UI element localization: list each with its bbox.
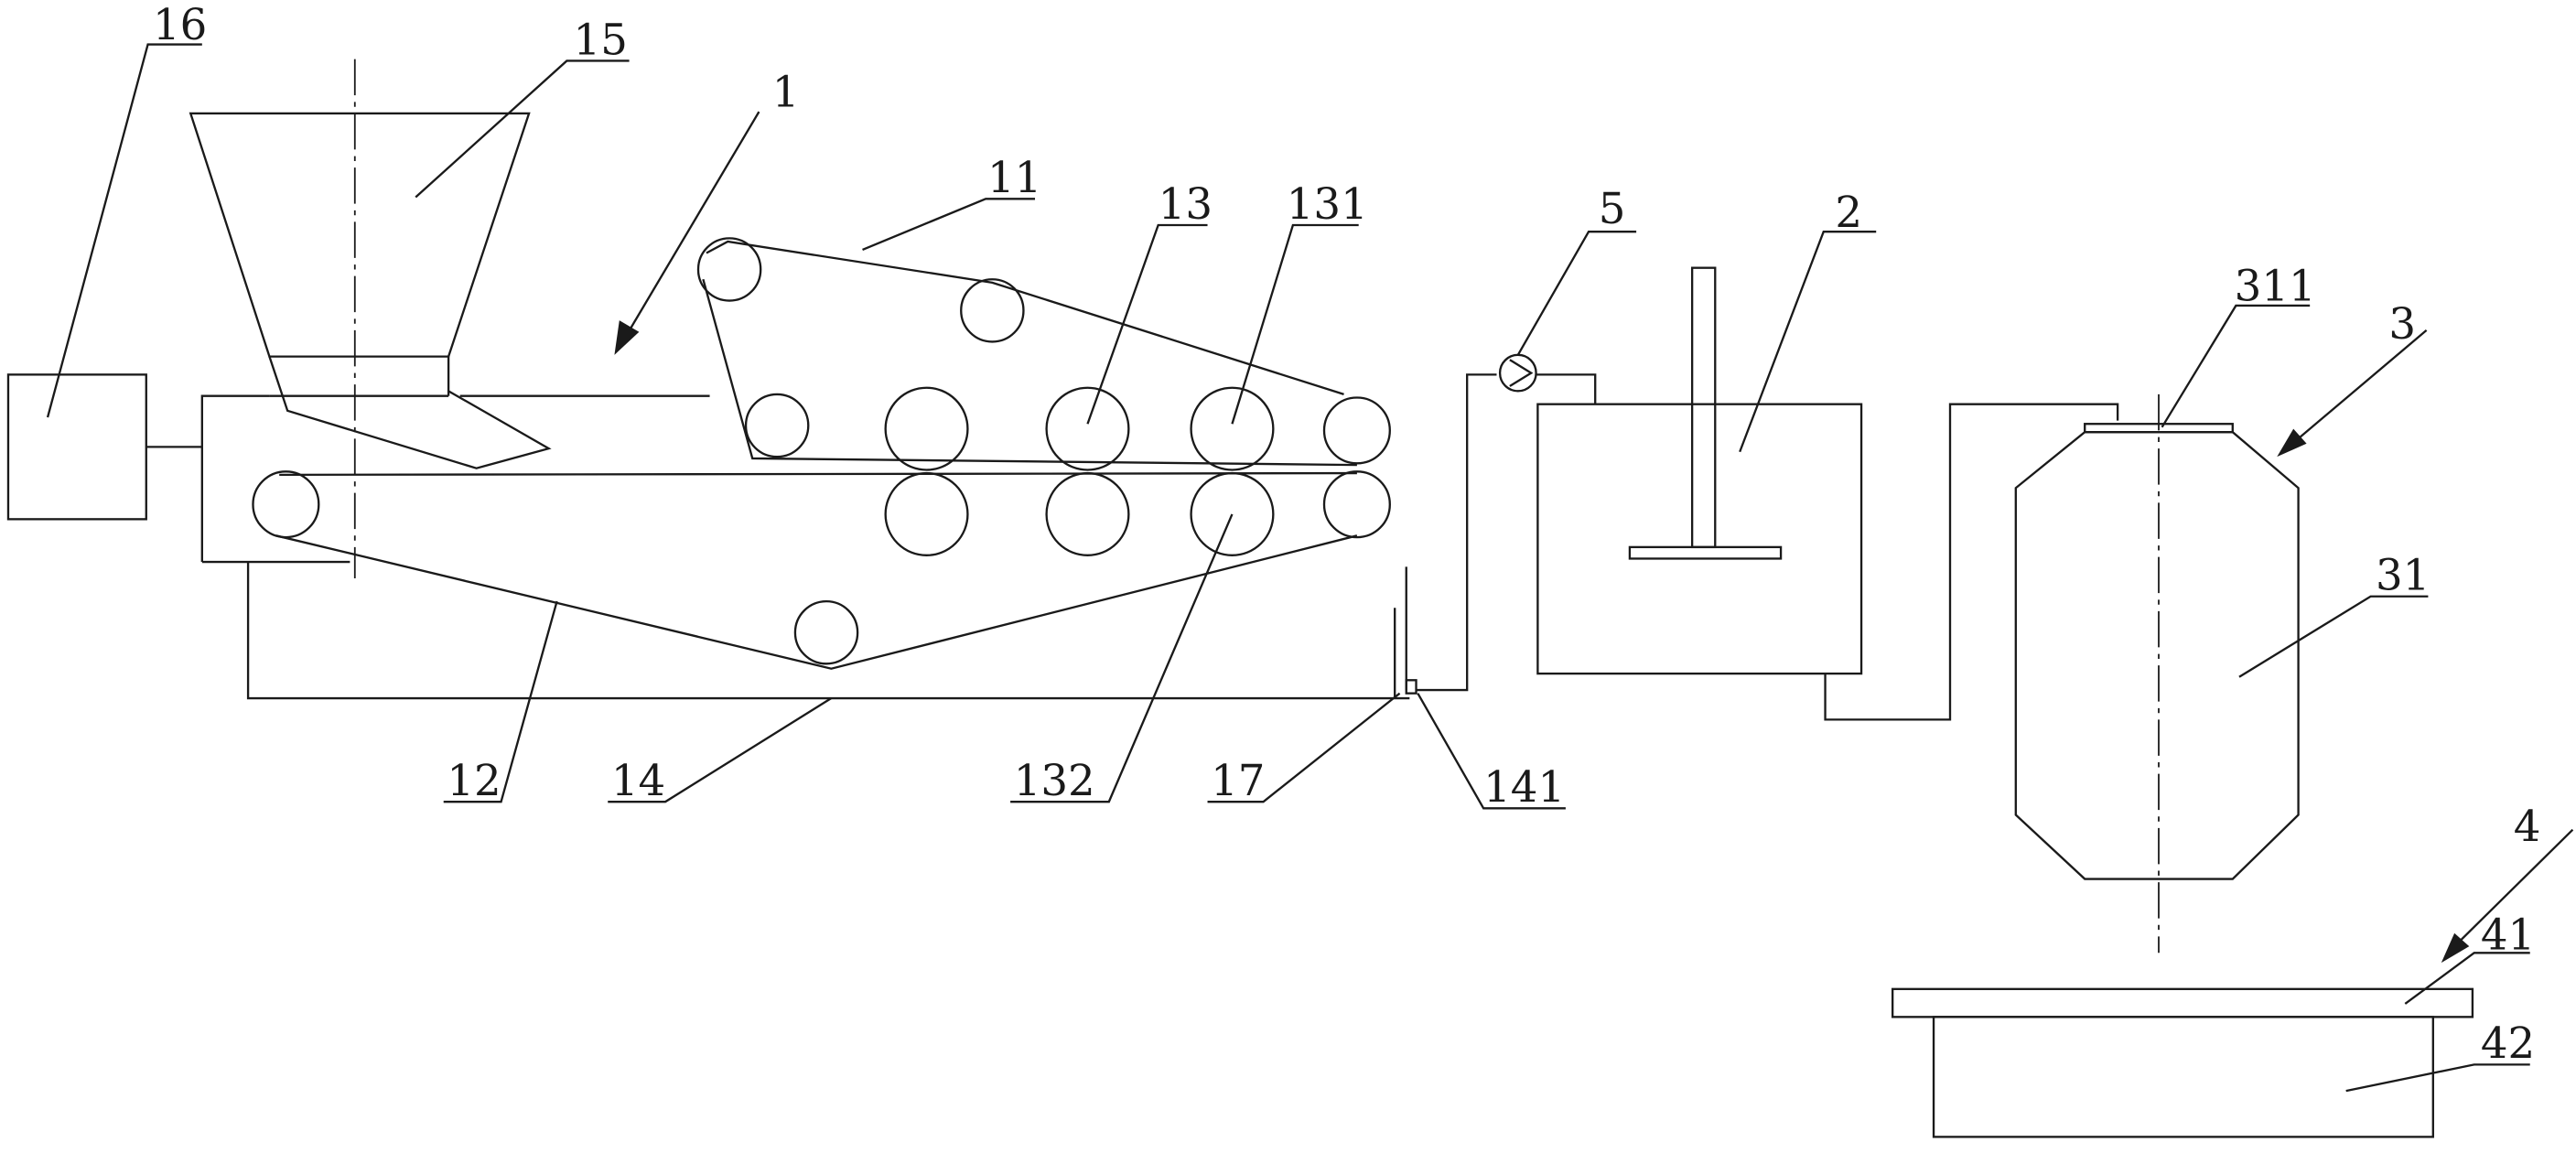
arrow-1-shaft — [621, 111, 760, 343]
agitator-blade — [1628, 545, 1783, 560]
arrow-1-head — [614, 320, 640, 355]
tension-roller — [960, 278, 1025, 343]
label-3: 3 — [2388, 300, 2416, 350]
drain-pipe-14 — [246, 562, 1410, 700]
label-132: 132 — [1014, 757, 1095, 806]
pump-pipe — [1416, 373, 1497, 692]
label-42: 42 — [2481, 1019, 2535, 1069]
label-5: 5 — [1599, 185, 1626, 234]
leader-14 — [608, 697, 833, 803]
pump-symbol — [1509, 359, 1534, 387]
leader-141 — [1417, 693, 1566, 810]
mixing-tank — [1536, 403, 1863, 675]
upper-belt — [702, 240, 1357, 467]
lower-belt-roller — [252, 470, 320, 539]
leader-5 — [1516, 231, 1637, 356]
tank-outlet-pipe — [1824, 403, 2119, 721]
label-2: 2 — [1835, 189, 1862, 238]
label-1: 1 — [772, 69, 800, 118]
leader-2 — [1739, 231, 1877, 453]
upper-belt-roller — [696, 237, 762, 302]
agitator-shaft — [1690, 266, 1717, 549]
label-31: 31 — [2376, 552, 2430, 601]
arrow-3-shaft — [2288, 329, 2428, 448]
hopper-chute — [268, 356, 552, 469]
leader-13 — [1086, 223, 1208, 425]
leader-17 — [1207, 692, 1401, 803]
press-roller-upper — [884, 386, 969, 471]
end-roller — [1322, 470, 1391, 539]
label-311: 311 — [2235, 263, 2316, 312]
press-roller-131 — [1190, 386, 1275, 471]
label-17: 17 — [1211, 757, 1265, 806]
leader-11 — [862, 198, 1036, 252]
label-14: 14 — [611, 757, 665, 806]
arrow-4-shaft — [2447, 828, 2574, 954]
press-roller-upper — [1045, 386, 1130, 471]
arrow-4-head — [2441, 932, 2470, 964]
press-roller-lower — [1045, 471, 1130, 557]
leader-16 — [46, 43, 202, 418]
leader-131 — [1231, 223, 1359, 425]
controller-box — [6, 373, 147, 521]
label-41: 41 — [2481, 911, 2535, 961]
leader-311 — [2161, 304, 2311, 428]
arrow-3-head — [2277, 428, 2307, 458]
base-42 — [1932, 1016, 2434, 1138]
lower-tension-roller — [793, 599, 859, 665]
collector-trough — [1394, 566, 1407, 699]
leader-15 — [415, 59, 630, 199]
label-13: 13 — [1159, 180, 1213, 230]
press-roller-lower — [884, 471, 969, 557]
vessel-body — [2014, 431, 2300, 880]
lower-belt — [275, 471, 1358, 670]
upper-belt-roller — [744, 393, 810, 458]
pump-outlet-pipe — [1536, 373, 1597, 404]
end-roller — [1322, 396, 1391, 465]
leader-41 — [2404, 952, 2530, 1005]
label-11: 11 — [987, 154, 1041, 203]
label-131: 131 — [1287, 180, 1368, 230]
leader-42 — [2345, 1063, 2530, 1093]
press-roller-132 — [1190, 471, 1275, 557]
label-141: 141 — [1483, 763, 1565, 813]
label-16: 16 — [153, 1, 207, 50]
label-15: 15 — [574, 16, 628, 65]
platform-41 — [1891, 987, 2474, 1018]
hopper — [189, 112, 531, 358]
machine-frame — [200, 394, 710, 564]
label-12: 12 — [447, 757, 501, 806]
outlet-141 — [1405, 679, 1417, 695]
leader-12 — [443, 600, 558, 803]
label-4: 4 — [2514, 803, 2541, 852]
leader-31 — [2238, 595, 2429, 678]
leader-132 — [1010, 513, 1234, 803]
